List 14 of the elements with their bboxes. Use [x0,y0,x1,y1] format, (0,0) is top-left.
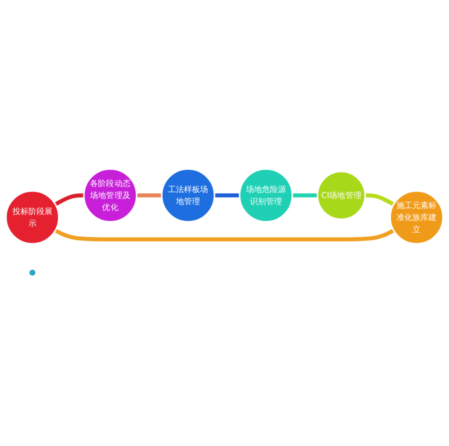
cycle-diagram: 投标阶段展示 各阶段动态场地管理及优化 工法样板场地管理 场地危险源识别管理 CI场地管理 施工元素标准化族库建立 [2,165,447,281]
connector [54,228,395,242]
node-circle [5,190,60,245]
node-circle [83,168,138,223]
connector [365,194,395,206]
connector [292,194,318,198]
connector [54,194,84,206]
node-circle [389,190,444,245]
connector [136,194,162,198]
node-circle [28,268,37,278]
node-circle [160,168,216,223]
connector [214,194,240,198]
node-circle [316,171,366,220]
node-circle [238,168,294,223]
